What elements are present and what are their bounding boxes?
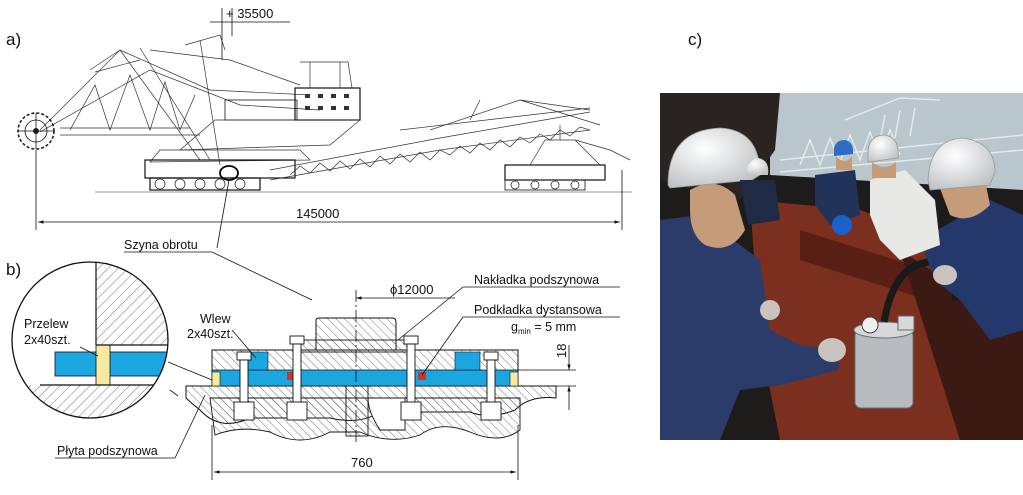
crawler <box>144 159 296 191</box>
thickness-dimension-label: 18 <box>554 344 569 358</box>
panel-c: c) <box>660 30 1023 440</box>
gmin-label: gmin = 5 mm <box>511 320 576 336</box>
thickness-dimension: 18 <box>518 344 576 410</box>
panel-c-label: c) <box>688 30 702 49</box>
rail-cap-label: Nakładka podszynowa <box>474 273 599 287</box>
spacer-pad-label: Podkładka dystansowa <box>474 303 602 317</box>
top-labels: Nakładka podszynowa Podkładka dystansowa… <box>397 273 620 376</box>
diameter-dimension-label: ϕ12000 <box>390 282 433 297</box>
length-dimension-label: 145000 <box>296 206 339 221</box>
height-dimension-label: + 35500 <box>226 6 273 21</box>
slew-rail-leader <box>216 179 230 249</box>
superstructure <box>149 61 361 163</box>
bucket-wheel-boom <box>39 34 321 166</box>
inlet-label-line2: 2x40szt. <box>187 327 234 341</box>
length-dimension: 145000 <box>35 150 623 230</box>
rail-section <box>185 290 557 445</box>
base-plate-label: Płyta podszynowa <box>57 444 158 458</box>
inlet-label-line1: Wlew <box>200 312 232 326</box>
panel-b-label: b) <box>6 260 21 279</box>
panel-b: b) Przelew 2x40szt. Płyta p <box>6 260 620 480</box>
bucket-wheel <box>17 112 55 150</box>
panel-a-label: a) <box>6 30 21 49</box>
slew-rail-label: Szyna obrotu <box>124 238 198 252</box>
slew-rail-callout <box>211 251 313 301</box>
width-dimension: 760 <box>211 425 519 480</box>
overflow-label-line1: Przelew <box>24 317 69 331</box>
conveyor-bridge <box>269 99 601 181</box>
diameter-dimension: ϕ12000 <box>356 282 455 300</box>
detail-connector <box>167 361 213 381</box>
detail-circle: Przelew 2x40szt. <box>11 261 169 419</box>
site-photo <box>660 93 1023 440</box>
base-plate-leader-top <box>169 389 179 397</box>
panel-a: a) + 35500 <box>6 6 632 301</box>
height-dimension: + 35500 <box>210 6 290 60</box>
overflow-label-line2: 2x40szt. <box>24 333 71 347</box>
loading-unit <box>504 125 631 191</box>
inlet-callout: Wlew 2x40szt. <box>187 312 257 359</box>
width-dimension-label: 760 <box>351 455 373 470</box>
